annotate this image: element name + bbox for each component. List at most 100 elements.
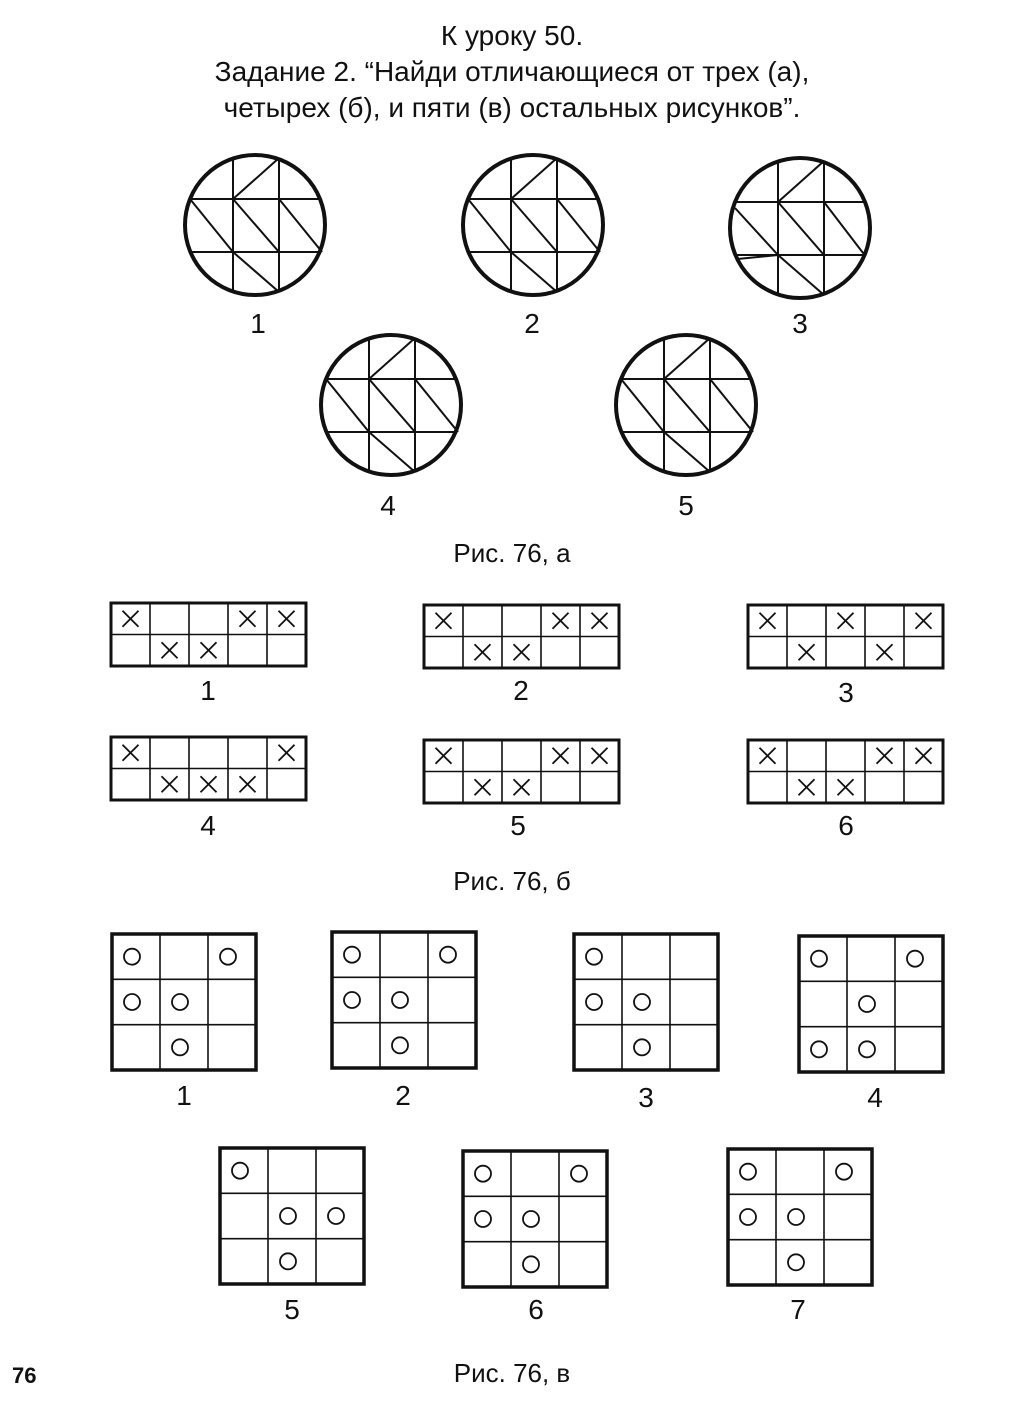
circle-mark <box>327 1207 345 1225</box>
grid-frame <box>330 930 478 1070</box>
cross-mark <box>473 643 492 661</box>
circle-mark <box>633 993 651 1011</box>
cross-mark <box>836 778 855 796</box>
task-line-2: четырех (б), и пяти (в) остальных рисунк… <box>223 92 801 123</box>
cross-mark <box>551 612 570 630</box>
fig-a-label-3: 3 <box>792 308 808 339</box>
cross-mark <box>199 775 218 793</box>
fig-b-grid-4 <box>109 735 308 802</box>
grid-frame <box>110 932 258 1072</box>
fig-c-label-2: 2 <box>395 1080 411 1111</box>
fig-a-caption: Рис. 76, а <box>453 538 571 568</box>
page-number: 76 <box>12 1363 37 1388</box>
cross-mark <box>590 747 609 765</box>
grid-frame <box>461 1149 609 1289</box>
circle-mark <box>810 949 828 968</box>
fig-c-label-1: 1 <box>176 1080 192 1111</box>
fig-b-grid-1 <box>109 601 308 668</box>
fig-c-label-6: 6 <box>528 1294 544 1325</box>
cross-mark <box>238 610 257 628</box>
fig-b-label-2: 2 <box>513 675 529 706</box>
cross-mark <box>914 612 933 630</box>
grid-frame <box>572 932 720 1072</box>
fig-c-caption: Рис. 76, в <box>453 1358 571 1388</box>
fig-b-label-6: 6 <box>838 810 854 841</box>
cross-mark <box>434 612 453 630</box>
fig-b-label-4: 4 <box>200 810 216 841</box>
circle-mark <box>787 1253 805 1272</box>
fig-a-label-2: 2 <box>524 308 540 339</box>
cross-mark <box>277 610 296 628</box>
circle-mark <box>739 1162 757 1181</box>
circle-outline <box>183 153 327 297</box>
circle-mark <box>474 1210 492 1228</box>
circle-outline <box>319 333 463 477</box>
fig-a-label-5: 5 <box>678 490 694 521</box>
cross-mark <box>797 778 816 796</box>
fig-c-label-7: 7 <box>790 1294 806 1325</box>
lesson-title: К уроку 50. <box>440 20 584 51</box>
circle-mark <box>585 993 603 1011</box>
circle-mark <box>279 1252 297 1271</box>
fig-c-grid-4 <box>797 934 945 1074</box>
fig-a-label-4: 4 <box>380 490 396 521</box>
circle-mark <box>439 945 457 964</box>
fig-b-grid-5 <box>422 738 621 805</box>
page-header: К уроку 50. Задание 2. “Найди отличающие… <box>0 18 1024 126</box>
circle-outline <box>614 333 758 477</box>
cross-mark <box>121 744 140 762</box>
cross-mark <box>836 612 855 630</box>
circle-pattern <box>734 160 866 296</box>
cross-mark <box>875 747 894 765</box>
circle-mark <box>570 1164 588 1183</box>
circle-outline <box>728 156 872 300</box>
fig-b-label-3: 3 <box>838 677 854 708</box>
circle-mark <box>739 1208 757 1226</box>
cross-mark <box>797 643 816 661</box>
circle-mark <box>391 1036 409 1055</box>
circle-outline <box>461 153 605 297</box>
circle-mark <box>585 947 603 966</box>
grid-frame <box>218 1146 366 1286</box>
fig-a-circle-2 <box>461 153 605 297</box>
circle-mark <box>343 991 361 1009</box>
cross-mark <box>875 643 894 661</box>
cross-mark <box>121 610 140 628</box>
cross-mark <box>160 641 179 659</box>
grid-frame <box>797 934 945 1074</box>
fig-b-label-5: 5 <box>510 810 526 841</box>
fig-a-circle-5 <box>614 333 758 477</box>
cross-mark <box>238 775 257 793</box>
circle-mark <box>219 947 237 966</box>
circle-mark <box>231 1161 249 1180</box>
fig-c-grid-5 <box>218 1146 366 1286</box>
circle-mark <box>391 991 409 1009</box>
fig-a-label-1: 1 <box>250 308 266 339</box>
fig-b-grid-6 <box>746 738 945 805</box>
grid-frame <box>726 1147 874 1287</box>
cross-mark <box>277 744 296 762</box>
fig-c-grid-1 <box>110 932 258 1072</box>
circle-mark <box>858 1040 876 1059</box>
circle-mark <box>522 1210 540 1228</box>
circle-pattern <box>620 337 754 473</box>
cross-mark <box>512 643 531 661</box>
fig-c-label-3: 3 <box>638 1082 654 1113</box>
fig-b-label-1: 1 <box>200 675 216 706</box>
fig-b-grid-2 <box>422 603 621 670</box>
fig-b-caption: Рис. 76, б <box>453 866 571 896</box>
fig-c-label-5: 5 <box>284 1294 300 1325</box>
fig-c-grid-6 <box>461 1149 609 1289</box>
circle-pattern <box>189 157 323 293</box>
cross-mark <box>160 775 179 793</box>
circle-mark <box>171 1038 189 1057</box>
task-line-1: Задание 2. “Найди отличающиеся от трех (… <box>214 56 810 87</box>
circle-mark <box>522 1255 540 1274</box>
circle-mark <box>858 995 876 1013</box>
circle-pattern <box>325 337 459 473</box>
cross-mark <box>473 778 492 796</box>
circle-mark <box>171 993 189 1011</box>
fig-a-circle-4 <box>319 333 463 477</box>
circle-mark <box>906 949 924 968</box>
fig-c-label-4: 4 <box>867 1082 883 1113</box>
